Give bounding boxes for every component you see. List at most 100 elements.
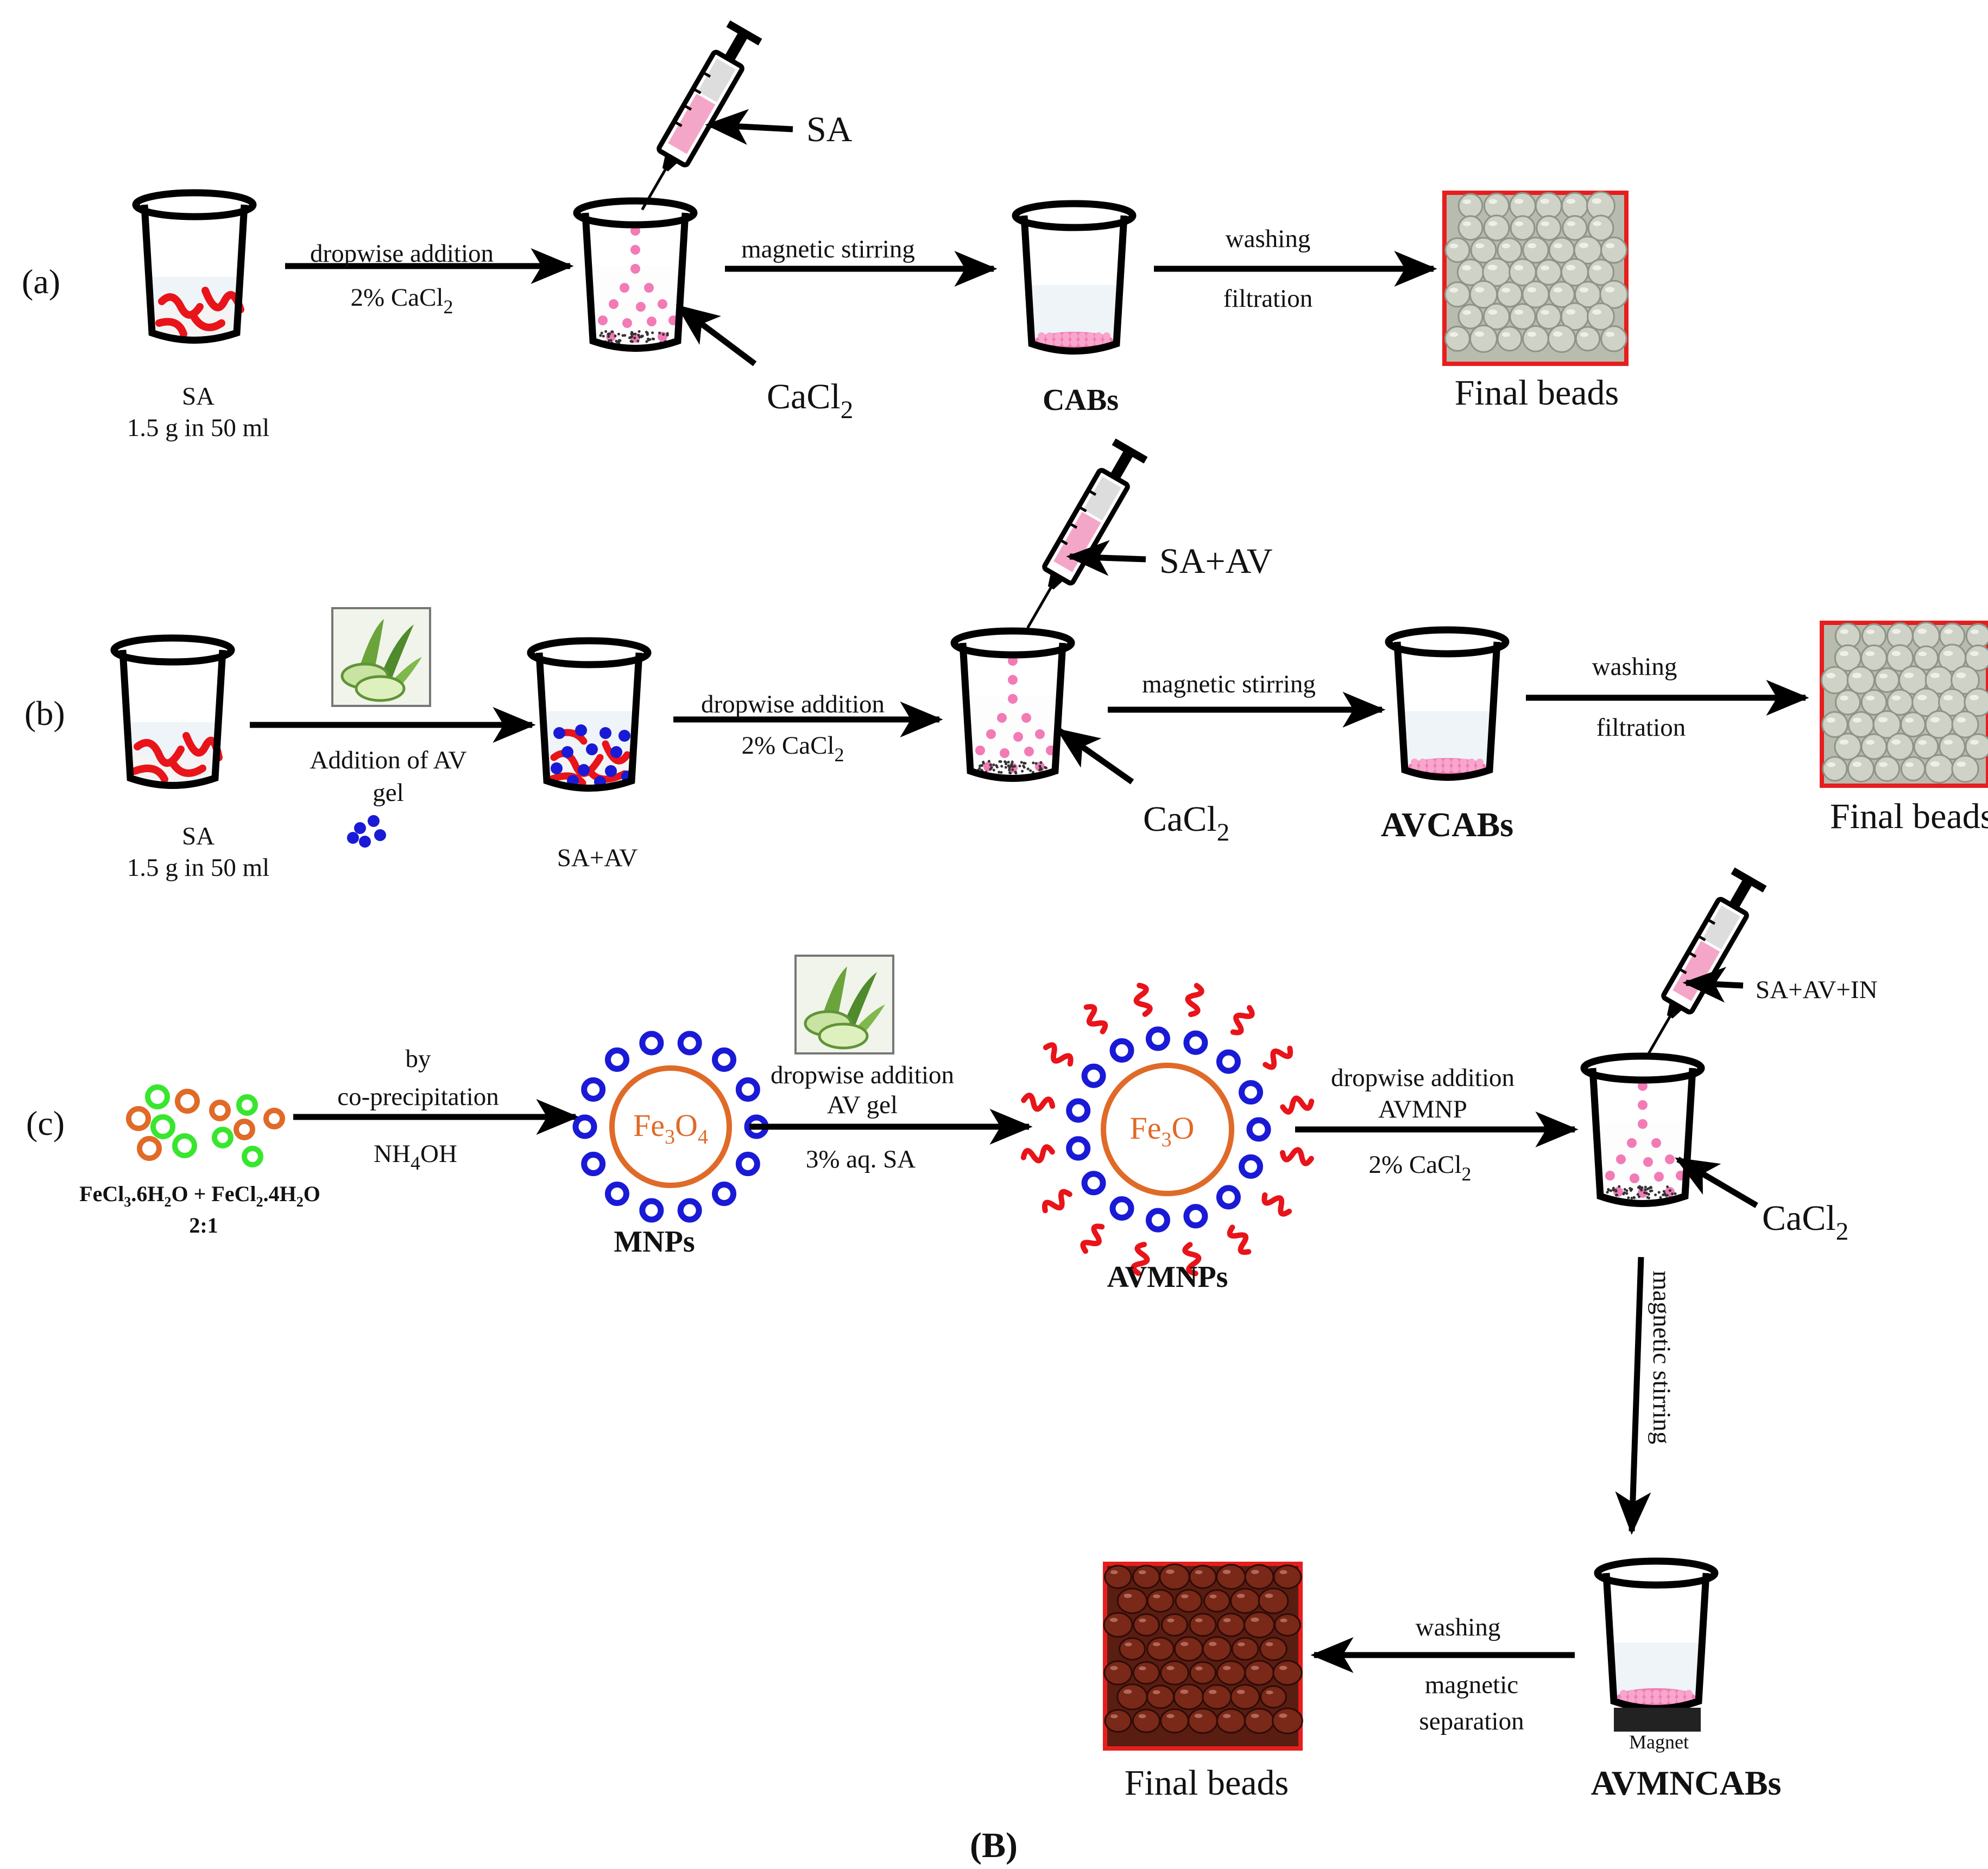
bead-highlight	[1279, 1713, 1288, 1718]
panel-c-arrow-4-down	[1615, 1256, 1651, 1535]
bead-highlight	[1918, 740, 1927, 745]
drop	[997, 713, 1007, 723]
brown-bead	[1203, 1589, 1230, 1613]
bead-highlight	[1514, 310, 1524, 315]
bead-highlight	[1238, 1642, 1245, 1646]
sediment-dot	[599, 334, 602, 337]
settled-beads	[1620, 1690, 1693, 1704]
sediment-dot	[1654, 1194, 1657, 1197]
bead-highlight	[1223, 1618, 1231, 1622]
panel-a-arrow3-bottom: filtration	[1223, 285, 1312, 313]
drop	[644, 283, 654, 293]
bead	[1038, 332, 1045, 340]
brown-bead	[1175, 1589, 1203, 1613]
bead-highlight	[1449, 287, 1459, 293]
panel-c-arrow2-top-1: dropwise addition	[771, 1061, 954, 1089]
clear-bead	[1913, 645, 1939, 671]
drop	[986, 729, 996, 739]
sediment-dot	[1650, 1189, 1653, 1192]
panel-c-final-beads-photo	[1103, 1562, 1303, 1751]
bead-highlight	[1957, 761, 1966, 767]
shell-particle	[1081, 1171, 1106, 1196]
sediment-dot	[630, 340, 634, 343]
alginate-chain	[1083, 1003, 1108, 1034]
bead-highlight	[1866, 629, 1875, 634]
sediment-dot	[982, 762, 985, 765]
bead-highlight	[1840, 696, 1849, 701]
bead	[1078, 339, 1086, 346]
sediment-dot	[604, 330, 608, 333]
panel-a-beaker-cabs	[1015, 204, 1133, 351]
bead-highlight	[1527, 243, 1537, 249]
bead-highlight	[1110, 1570, 1118, 1575]
brown-bead	[1146, 1637, 1175, 1661]
clear-bead	[1821, 666, 1849, 694]
bead-highlight	[1449, 332, 1459, 337]
bead	[1669, 1696, 1676, 1704]
sediment-dot	[1640, 1189, 1643, 1192]
sediment-dot	[1007, 764, 1010, 767]
bead-highlight	[1943, 740, 1953, 745]
clear-bead	[1951, 755, 1979, 783]
sediment-dot	[1004, 766, 1007, 769]
bead-highlight	[1891, 629, 1901, 634]
bead	[1460, 759, 1467, 766]
bead	[1427, 765, 1435, 773]
panel-a: (a) SA 1.5 g in 50 ml dropwise addition …	[22, 21, 1629, 442]
clear-bead	[1522, 280, 1550, 308]
brown-bead	[1272, 1707, 1303, 1734]
brown-bead	[1244, 1564, 1274, 1590]
shell-particle	[1109, 1038, 1134, 1063]
bead-highlight	[1195, 1666, 1203, 1671]
bead-highlight	[1251, 1713, 1259, 1718]
sediment-dot	[1022, 765, 1025, 768]
clear-bead	[1886, 733, 1914, 761]
shell-particle	[1238, 1080, 1263, 1105]
alginate-chain	[1263, 1045, 1293, 1070]
bead-highlight	[1236, 1689, 1245, 1694]
bead-highlight	[1462, 310, 1472, 315]
shell-particle	[677, 1031, 702, 1056]
sediment-dot	[1039, 761, 1043, 764]
bead	[1054, 332, 1062, 340]
bead	[1095, 332, 1102, 340]
sediment-dot	[1021, 769, 1024, 773]
sediment-dot	[602, 334, 605, 338]
brown-bead	[1132, 1661, 1160, 1685]
sediment-dot	[634, 332, 637, 336]
bead-highlight	[1566, 264, 1576, 270]
bead	[1103, 332, 1110, 340]
sediment-dot	[630, 331, 634, 334]
sediment-dot	[607, 335, 610, 338]
bead-highlight	[1514, 221, 1524, 226]
clear-bead	[1497, 326, 1523, 352]
clear-bead	[1965, 623, 1988, 649]
sediment-dot	[1627, 1196, 1630, 1199]
bead-highlight	[1943, 651, 1953, 656]
panel-c-label: (c)	[26, 1104, 65, 1142]
alginate-chain	[1230, 1005, 1255, 1035]
bead-highlight	[1970, 740, 1979, 745]
brown-bead	[1189, 1564, 1217, 1589]
sediment-dot	[1007, 761, 1010, 764]
panel-b-cacl2-pointer	[1056, 728, 1134, 785]
bead-highlight	[1593, 221, 1602, 226]
sediment-dot	[989, 763, 992, 767]
bead-highlight	[1487, 264, 1498, 270]
bead-highlight	[1852, 717, 1862, 723]
panel-a-arrow1-top: dropwise addition	[310, 239, 494, 268]
bead-highlight	[1139, 1618, 1146, 1622]
sediment-dot	[1024, 762, 1027, 765]
panel-b-arrow1-bottom: gel	[373, 779, 403, 807]
bead-highlight	[1554, 243, 1563, 249]
sediment-dot	[1659, 1196, 1662, 1199]
falling-drops	[598, 226, 678, 345]
clear-bead	[1535, 258, 1562, 286]
av-shell-ring	[572, 1031, 769, 1223]
sediment-dot	[1612, 1189, 1615, 1192]
drop	[1627, 1138, 1637, 1148]
bead-highlight	[1957, 717, 1966, 723]
sediment-dot	[1014, 772, 1018, 775]
drop	[1605, 1171, 1615, 1180]
brown-bead	[1132, 1708, 1161, 1733]
